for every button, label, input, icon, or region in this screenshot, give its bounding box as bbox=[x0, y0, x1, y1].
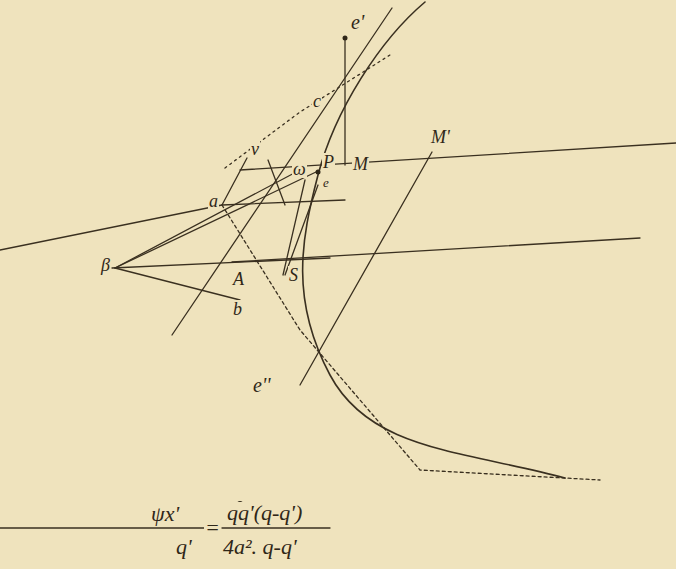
construction-line bbox=[300, 152, 432, 385]
point-letter: b bbox=[232, 300, 243, 318]
hyperbola-curve bbox=[303, 2, 565, 478]
point-letter: v bbox=[250, 140, 260, 158]
point-letter: P bbox=[322, 153, 335, 171]
construction-line bbox=[115, 268, 240, 300]
point-letter: e' bbox=[350, 12, 365, 32]
formula-symbol: = bbox=[204, 517, 221, 539]
fraction-bar bbox=[0, 527, 205, 528]
fraction-bar bbox=[222, 527, 330, 528]
point-letter: β bbox=[100, 256, 111, 274]
construction-line bbox=[222, 158, 247, 205]
construction-line bbox=[222, 205, 600, 480]
formula-term: 4a². q-q' bbox=[222, 536, 298, 558]
point-letter: a bbox=[208, 192, 219, 210]
construction-line bbox=[344, 40, 345, 165]
construction-line bbox=[283, 180, 305, 275]
point-letter: M bbox=[352, 155, 369, 173]
dotted-line bbox=[225, 55, 390, 168]
tangent-line bbox=[172, 8, 392, 335]
point-letter: ω bbox=[292, 160, 307, 178]
point-letter: A bbox=[232, 270, 245, 288]
point-letter: M' bbox=[430, 128, 451, 146]
formula-term: q' bbox=[175, 536, 193, 558]
construction-line bbox=[115, 170, 300, 268]
point-dot bbox=[316, 170, 321, 175]
point-letter: e bbox=[322, 176, 330, 189]
point-letter: S bbox=[288, 266, 299, 284]
construction-line bbox=[268, 160, 285, 205]
point-letter: c bbox=[312, 92, 322, 110]
construction-line bbox=[285, 185, 318, 275]
parallel-line bbox=[0, 200, 345, 250]
formula-term: ψx' bbox=[150, 503, 180, 525]
formula-term: qq'(q-q') bbox=[226, 502, 303, 524]
construction-line bbox=[115, 172, 316, 268]
axis-line bbox=[232, 238, 640, 262]
point-dot bbox=[343, 36, 348, 41]
point-letter: e'' bbox=[252, 375, 271, 395]
